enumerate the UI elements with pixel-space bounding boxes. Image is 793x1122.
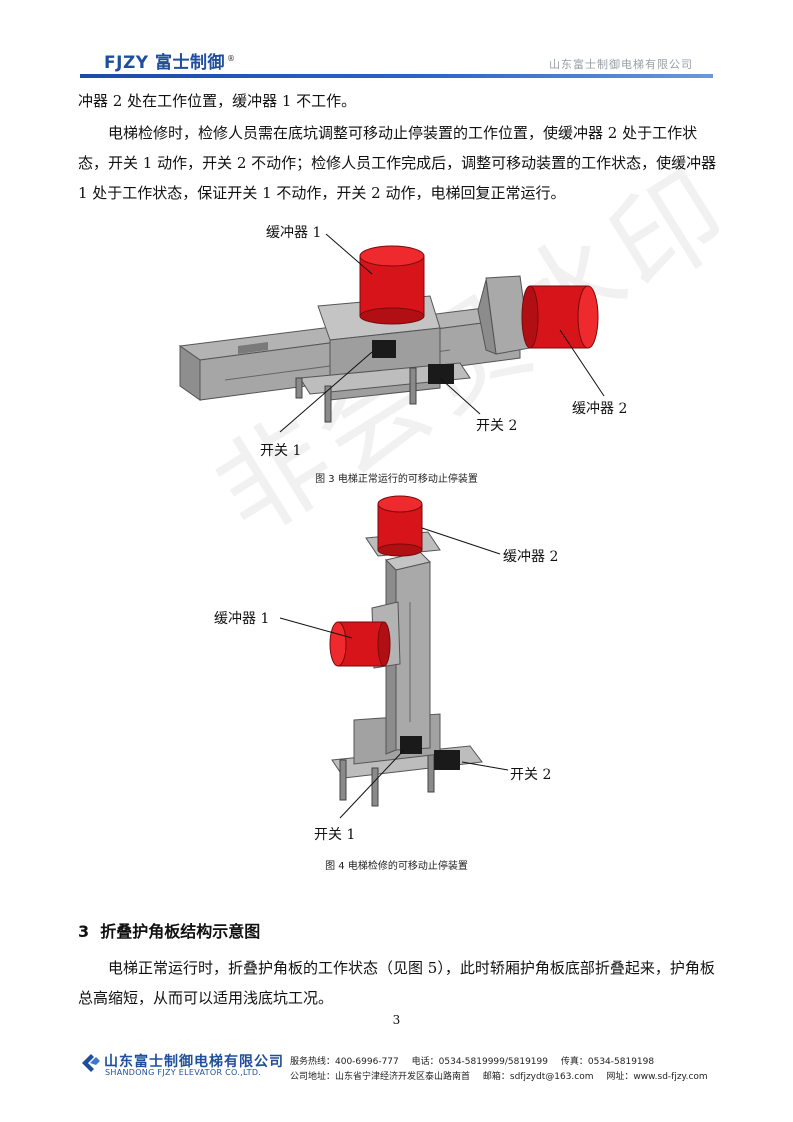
footer-address-line: 公司地址：山东省宁津经济开发区泰山路南首 邮箱：sdfjzydt@163.com…: [290, 1069, 718, 1082]
section-title: 折叠护角板结构示意图: [100, 922, 261, 941]
footer-hotline: 服务热线：400-6996-777: [290, 1057, 399, 1067]
footer-address: 公司地址：山东省宁津经济开发区泰山路南首: [290, 1072, 471, 1082]
header-logo: FJZY 富士制御®: [104, 48, 236, 73]
paragraph-1: 冲器 2 处在工作位置，缓冲器 1 不工作。: [78, 92, 357, 110]
paragraph-3: 电梯正常运行时，折叠护角板的工作状态（见图 5），此时轿厢护角板底部折叠起来，护…: [78, 959, 715, 1007]
figure-3-label-buffer2: 缓冲器 2: [572, 401, 628, 417]
figure-3-label-switch2: 开关 2: [476, 418, 518, 434]
footer-contacts: 服务热线：400-6996-777 电话：0534-5819999/581919…: [290, 1054, 664, 1067]
figure-3: 缓冲器 1 缓冲器 2 开关 1 开关 2: [0, 218, 793, 468]
paragraph-2: 电梯检修时，检修人员需在底坑调整可移动止停装置的工作位置，使缓冲器 2 处于工作…: [78, 124, 717, 202]
logo-text: FJZY 富士制御: [104, 53, 225, 73]
page-number: 3: [392, 1013, 401, 1027]
figure-4-caption: 图 4 电梯检修的可移动止停装置: [325, 861, 468, 872]
header-divider: [80, 74, 713, 78]
figure-3-label-buffer1: 缓冲器 1: [266, 225, 322, 241]
figure-3-caption: 图 3 电梯正常运行的可移动止停装置: [315, 474, 478, 485]
footer-company-en: SHANDONG FJZY ELEVATOR CO.,LTD.: [105, 1068, 262, 1077]
footer-website: 网址：www.sd-fjzy.com: [606, 1072, 708, 1082]
header-company-name: 山东富士制御电梯有限公司: [549, 58, 693, 71]
figure-4-label-switch2: 开关 2: [510, 767, 552, 783]
registered-mark: ®: [227, 54, 236, 64]
section-heading: 3 折叠护角板结构示意图: [78, 918, 260, 942]
figure-4-label-switch1: 开关 1: [314, 827, 356, 843]
figure-4-label-buffer1: 缓冲器 1: [214, 611, 270, 627]
figure-3-drawing: [178, 233, 605, 433]
footer-company-cn: 山东富士制御电梯有限公司: [104, 1054, 284, 1070]
footer-phone: 电话：0534-5819999/5819199: [411, 1057, 548, 1067]
figure-4: 缓冲器 2 缓冲器 1 开关 2 开关 1: [0, 492, 793, 852]
footer-fax: 传真：0534-5819198: [560, 1057, 655, 1067]
figure-4-label-buffer2: 缓冲器 2: [503, 549, 559, 565]
figure-4-drawing: [279, 495, 509, 819]
footer-logo-icon: [80, 1052, 102, 1078]
figure-3-label-switch1: 开关 1: [260, 443, 302, 459]
footer-email: 邮箱：sdfjzydt@163.com: [482, 1072, 594, 1082]
section-number: 3: [78, 922, 90, 941]
